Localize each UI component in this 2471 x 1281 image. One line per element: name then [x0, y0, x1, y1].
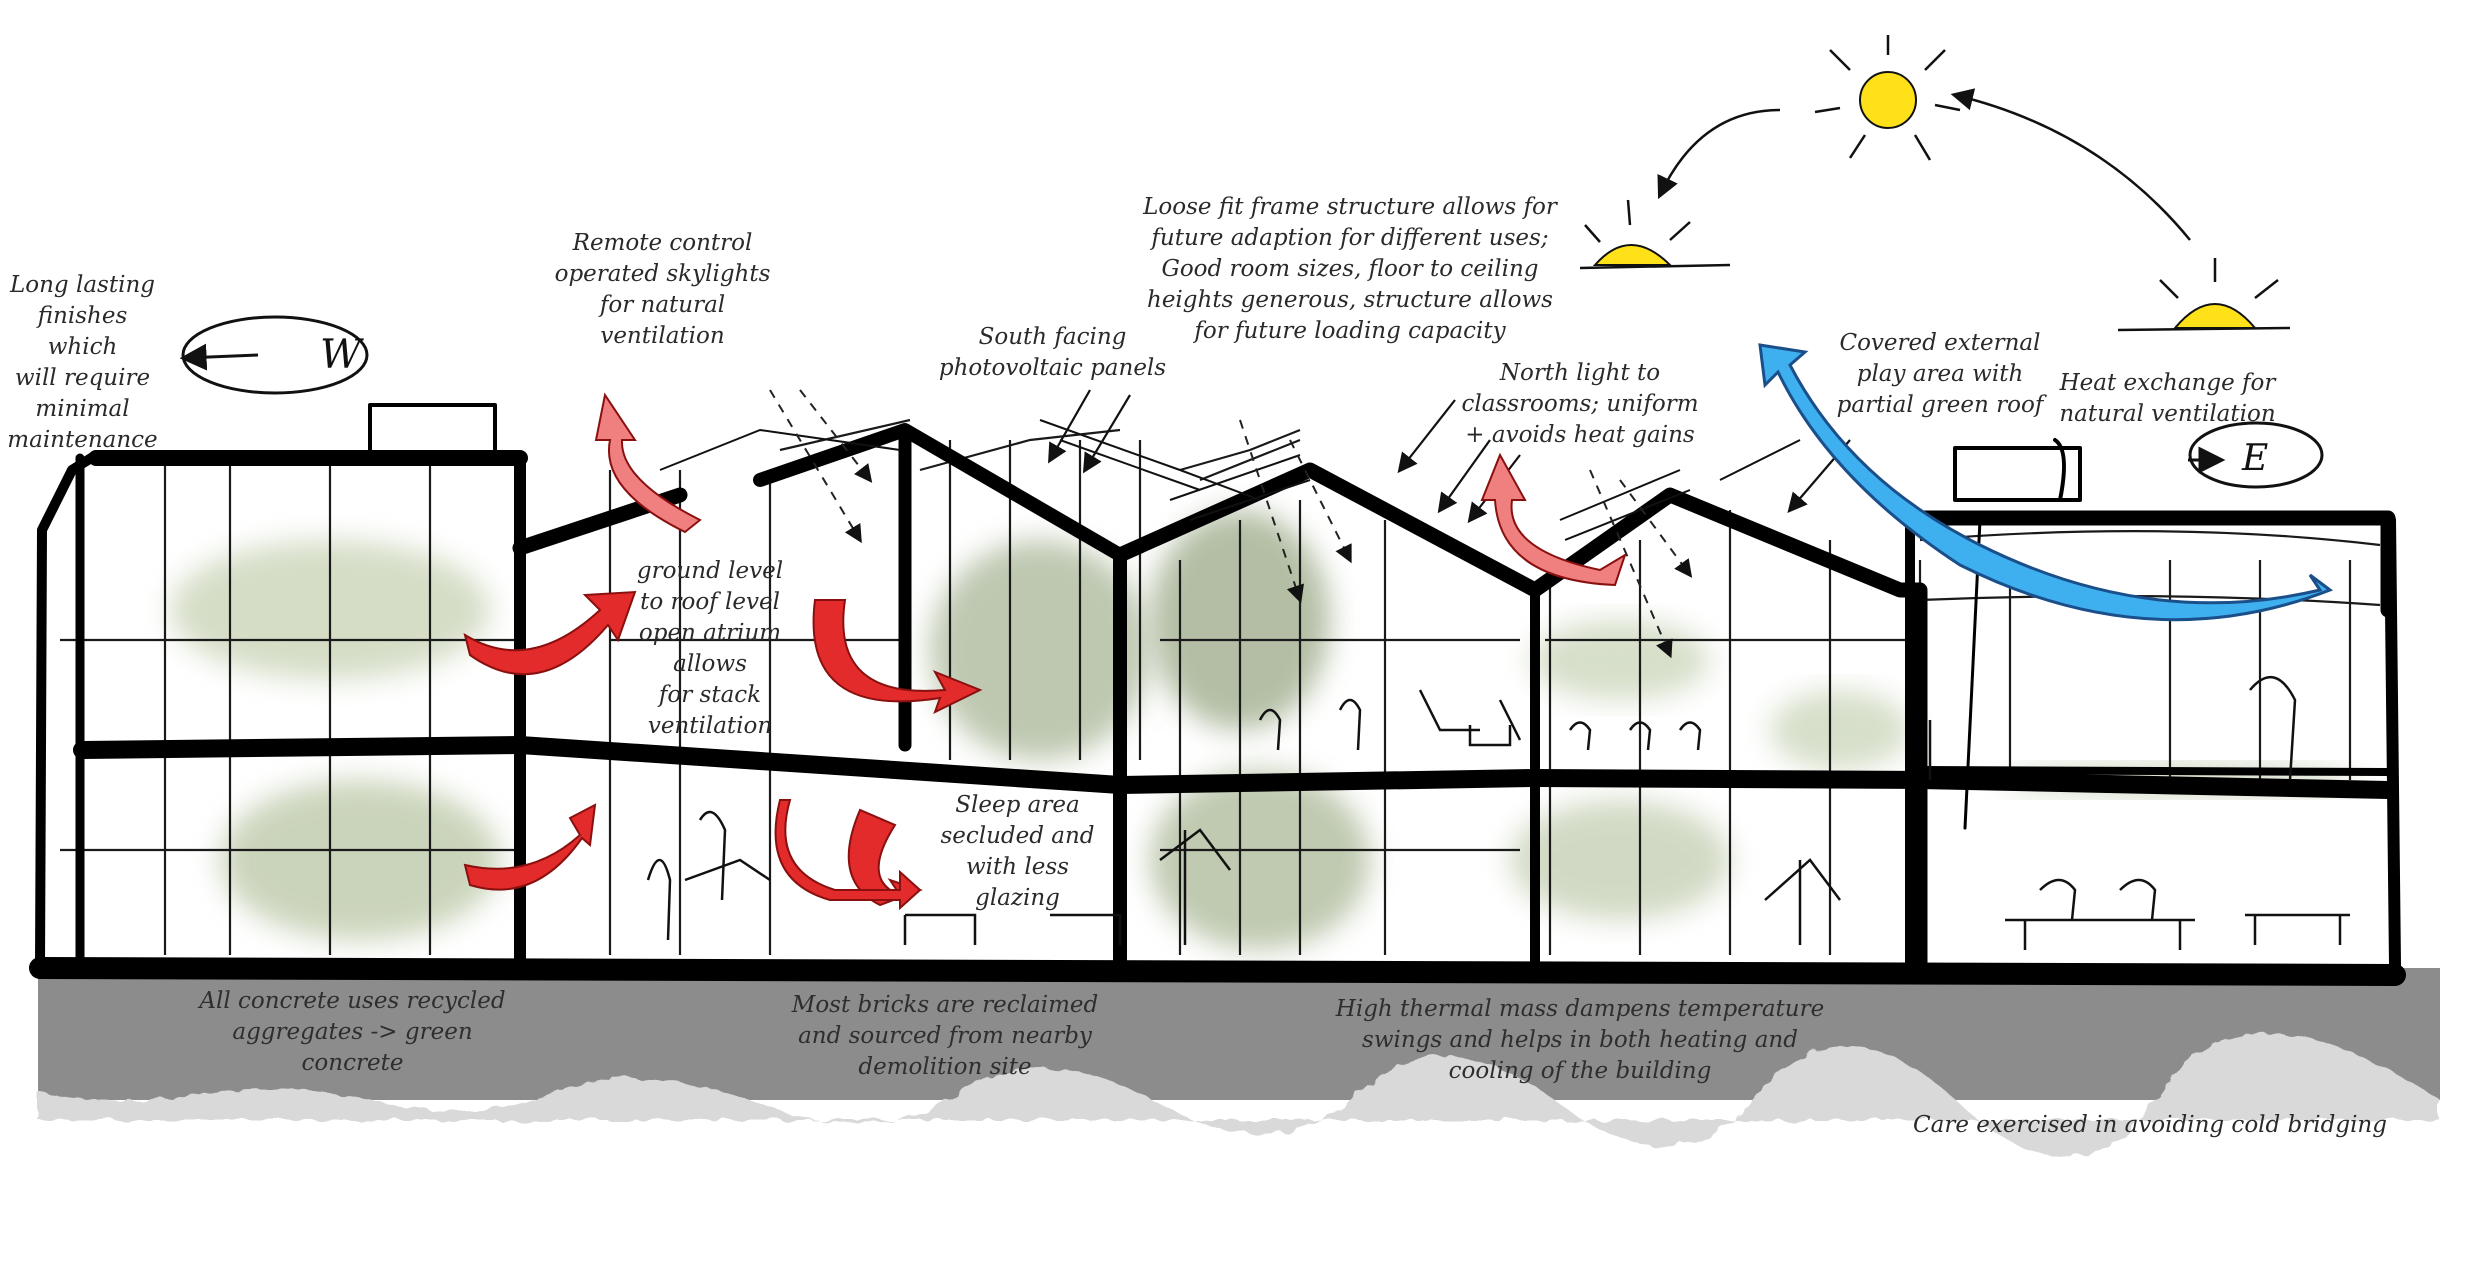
ground-slab: [38, 965, 2440, 1158]
daylight-rays: [769, 389, 1693, 659]
north-light-arrows: [1048, 389, 1851, 524]
sun-west-icon: [1579, 199, 1731, 270]
annotation-bricks: Most bricks are reclaimed and sourced fr…: [791, 992, 1099, 1080]
annotation-skylights: Remote control operated skylights for na…: [554, 230, 771, 349]
annotation-finishes: Long lasting finishes which will require…: [7, 272, 158, 453]
exhaust-arrows: [594, 392, 1627, 587]
annotation-play-area: Covered external play area with partial …: [1836, 330, 2044, 418]
annotation-sleep: Sleep area secluded and with less glazin…: [940, 792, 1095, 911]
compass-east-label: E: [2241, 438, 2268, 479]
roof-panels: [659, 419, 1801, 541]
annotation-heat-exchange: Heat exchange for natural ventilation: [2059, 370, 2276, 427]
annotation-frame: Loose fit frame structure allows for fut…: [1143, 194, 1557, 344]
sun-high-icon: [1814, 35, 1961, 161]
annotation-pv: South facing photovoltaic panels: [938, 324, 1167, 381]
building-outline: [29, 403, 2406, 986]
annotation-atrium: ground level to roof level open atrium a…: [636, 558, 784, 739]
compass-east: E: [2188, 421, 2324, 489]
furniture-figures: [646, 675, 2350, 950]
cool-air-arrow: [1758, 343, 2334, 622]
warm-air-arrows: [463, 590, 983, 911]
glazing-mullions: [60, 418, 2381, 955]
compass-west-label: W: [320, 332, 364, 378]
compass-west: W: [179, 315, 369, 395]
sun-east-icon: [2117, 258, 2291, 332]
annotation-concrete: All concrete uses recycled aggregates ->…: [199, 988, 506, 1076]
annotation-thermal: High thermal mass dampens temperature sw…: [1335, 996, 1825, 1084]
annotation-cold-bridging: Care exercised in avoiding cold bridging: [1913, 1112, 2387, 1138]
sun-path: [1657, 88, 2191, 241]
annotation-north-light: North light to classrooms; uniform + avo…: [1461, 360, 1699, 448]
